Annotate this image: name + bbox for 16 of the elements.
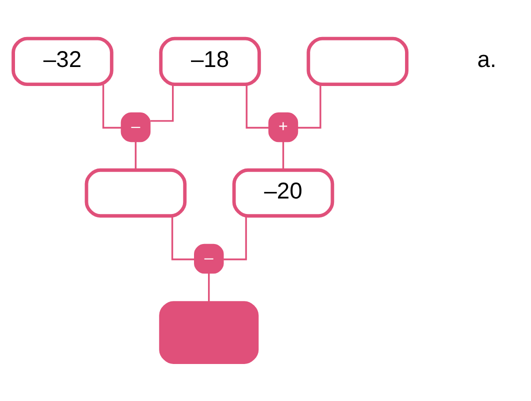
node-box: –32 xyxy=(12,36,114,86)
label: a. xyxy=(477,46,496,72)
connector xyxy=(134,141,137,170)
connector xyxy=(171,216,194,260)
connector xyxy=(224,216,247,260)
connector xyxy=(298,84,322,128)
connector xyxy=(208,272,210,302)
connector xyxy=(102,84,122,128)
node-box xyxy=(306,36,408,86)
connector xyxy=(150,84,174,122)
node-box xyxy=(159,300,259,364)
node-box: –18 xyxy=(159,36,261,86)
node-box xyxy=(84,168,187,218)
node-box: –20 xyxy=(232,168,334,218)
connector xyxy=(282,141,284,170)
connector xyxy=(246,84,269,128)
